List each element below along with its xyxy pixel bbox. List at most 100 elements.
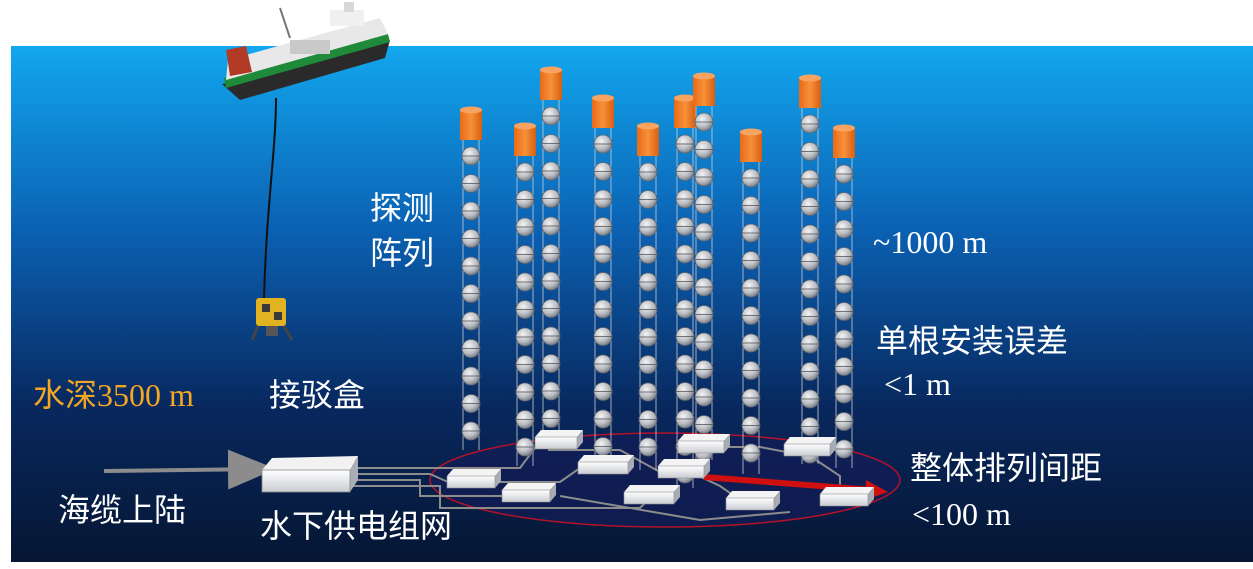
optical-module-icon (800, 252, 820, 271)
optical-module-icon (541, 326, 561, 346)
optical-module-icon (834, 302, 854, 321)
optical-module-icon (593, 189, 613, 209)
array-title-line-2: 阵列 (370, 234, 435, 272)
optical-module-icon (541, 106, 561, 126)
detector-string (799, 74, 821, 464)
optical-module-icon (741, 168, 761, 188)
optical-module-icon (515, 190, 535, 209)
detector-string (592, 94, 614, 474)
optical-module-icon (741, 251, 761, 270)
seafloor-junction-box (446, 469, 501, 489)
power-network-label: 水下供电组网 (260, 507, 453, 545)
float-buoy-icon (460, 106, 482, 140)
optical-module-icon (741, 196, 761, 215)
optical-module-icon (515, 327, 535, 347)
optical-module-icon (675, 354, 695, 374)
optical-module-icon (800, 114, 820, 134)
optical-module-icon (515, 162, 535, 182)
optical-module-icon (741, 223, 761, 243)
optical-module-icon (638, 355, 658, 374)
optical-module-icon (800, 142, 820, 161)
optical-module-icon (461, 146, 481, 166)
optical-module-icon (638, 162, 658, 182)
detector-string (833, 124, 855, 468)
optical-module-icon (515, 355, 535, 374)
optical-module-icon (834, 412, 854, 431)
install-error-value: <1 m (884, 366, 951, 402)
optical-module-icon (834, 329, 854, 349)
optical-module-icon (694, 415, 714, 434)
float-buoy-icon (833, 124, 855, 158)
optical-module-icon (675, 162, 695, 181)
optical-module-icon (675, 134, 695, 154)
spacing-value: <100 m (912, 496, 1011, 532)
detector-string (693, 72, 715, 462)
optical-module-icon (800, 417, 820, 436)
optical-module-icon (461, 394, 481, 413)
optical-module-icon (638, 410, 658, 429)
optical-module-icon (694, 332, 714, 352)
float-buoy-icon (740, 128, 762, 162)
array-title: 探测 阵列 (370, 186, 434, 276)
detector-strings (460, 66, 855, 488)
optical-module-icon (694, 195, 714, 214)
optical-module-icon (541, 409, 561, 428)
optical-module-icon (800, 279, 820, 299)
power-cable (350, 473, 449, 483)
optical-module-icon (541, 216, 561, 236)
depth-label: 水深3500 m (33, 377, 194, 413)
power-cable (495, 467, 581, 483)
optical-module-icon (638, 300, 658, 319)
optical-module-icon (675, 382, 695, 401)
array-title-line-1: 探测 (370, 189, 435, 227)
float-buoy-icon (592, 94, 614, 128)
optical-module-icon (675, 327, 695, 346)
string-length-label: ~1000 m (873, 224, 988, 260)
optical-module-icon (800, 197, 820, 216)
optical-module-icon (638, 327, 658, 347)
optical-module-icon (675, 189, 695, 209)
optical-module-icon (541, 189, 561, 208)
optical-module-icon (541, 299, 561, 318)
optical-module-icon (741, 306, 761, 325)
float-buoy-icon (637, 122, 659, 156)
optical-module-icon (741, 361, 761, 380)
optical-module-icon (694, 112, 714, 132)
spacing-title: 整体排列间距 (910, 449, 1103, 487)
seafloor-junction-box (501, 483, 556, 503)
optical-module-icon (675, 299, 695, 319)
float-buoy-icon (674, 94, 696, 128)
junction-box-label: 接驳盒 (269, 376, 366, 414)
seafloor-junction-box (819, 487, 874, 507)
optical-module-icon (461, 421, 481, 441)
cable-landing-label: 海缆上陆 (58, 491, 187, 529)
float-buoy-icon (514, 122, 536, 156)
optical-module-icon (694, 167, 714, 187)
power-cable (350, 479, 502, 497)
optical-module-icon (800, 334, 820, 354)
optical-module-icon (593, 272, 613, 291)
optical-module-icon (675, 244, 695, 264)
float-buoy-icon (799, 74, 821, 108)
optical-module-icon (515, 217, 535, 237)
detector-string (514, 122, 536, 466)
optical-module-icon (461, 366, 481, 386)
install-error-title: 单根安装误差 (876, 322, 1069, 360)
optical-module-icon (541, 381, 561, 401)
seafloor-junction-box (783, 437, 836, 457)
optical-module-icon (675, 217, 695, 236)
cable-landing-arrow (103, 449, 276, 490)
optical-module-icon (694, 222, 714, 242)
seafloor-junction-box (534, 430, 583, 450)
optical-module-icon (675, 272, 695, 291)
optical-module-icon (741, 333, 761, 353)
optical-module-icon (638, 272, 658, 292)
optical-module-icon (638, 437, 658, 457)
optical-module-icon (593, 354, 613, 374)
optical-module-icon (541, 354, 561, 373)
optical-module-icon (541, 271, 561, 291)
optical-module-icon (741, 416, 761, 435)
optical-module-icon (515, 437, 535, 457)
optical-module-icon (593, 299, 613, 319)
optical-module-icon (515, 245, 535, 264)
